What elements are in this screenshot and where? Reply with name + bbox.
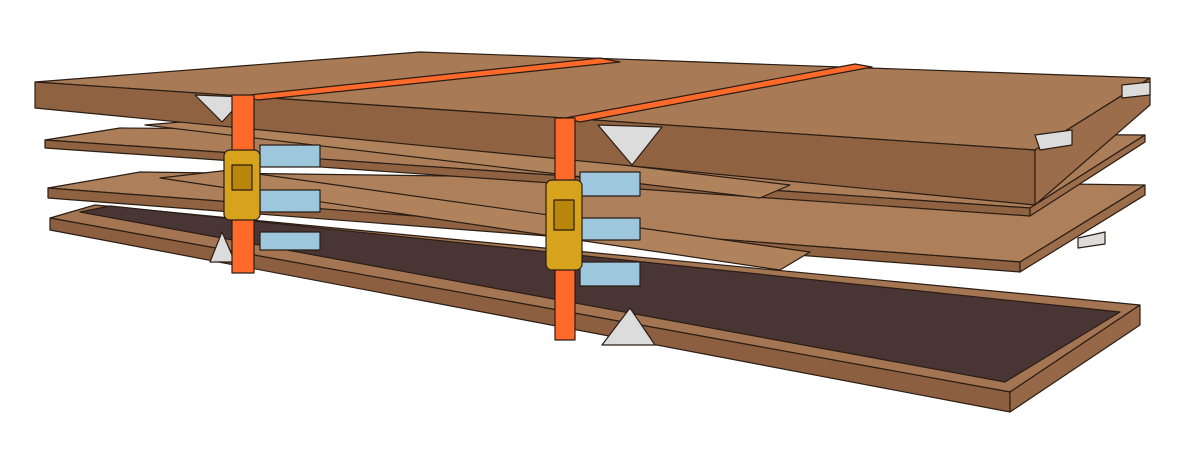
foam-block bbox=[259, 144, 321, 168]
corner-brackets bbox=[194, 81, 1151, 346]
top-board bbox=[34, 51, 1151, 206]
foam-block bbox=[579, 217, 641, 241]
bracket-icon bbox=[1077, 231, 1106, 249]
bottom-board bbox=[49, 204, 1141, 413]
ratchets bbox=[223, 149, 583, 271]
bracket-icon bbox=[601, 307, 656, 346]
bracket-icon bbox=[1121, 81, 1151, 99]
bracket-icon bbox=[1034, 129, 1073, 151]
bracket-icon bbox=[597, 124, 663, 166]
foam-blocks bbox=[259, 144, 641, 287]
foam-block bbox=[259, 231, 321, 251]
foam-block bbox=[259, 189, 321, 213]
foam-block bbox=[579, 171, 641, 197]
carpet-layer bbox=[79, 205, 1121, 383]
bracket-icon bbox=[209, 231, 236, 263]
foam-block bbox=[579, 261, 641, 287]
